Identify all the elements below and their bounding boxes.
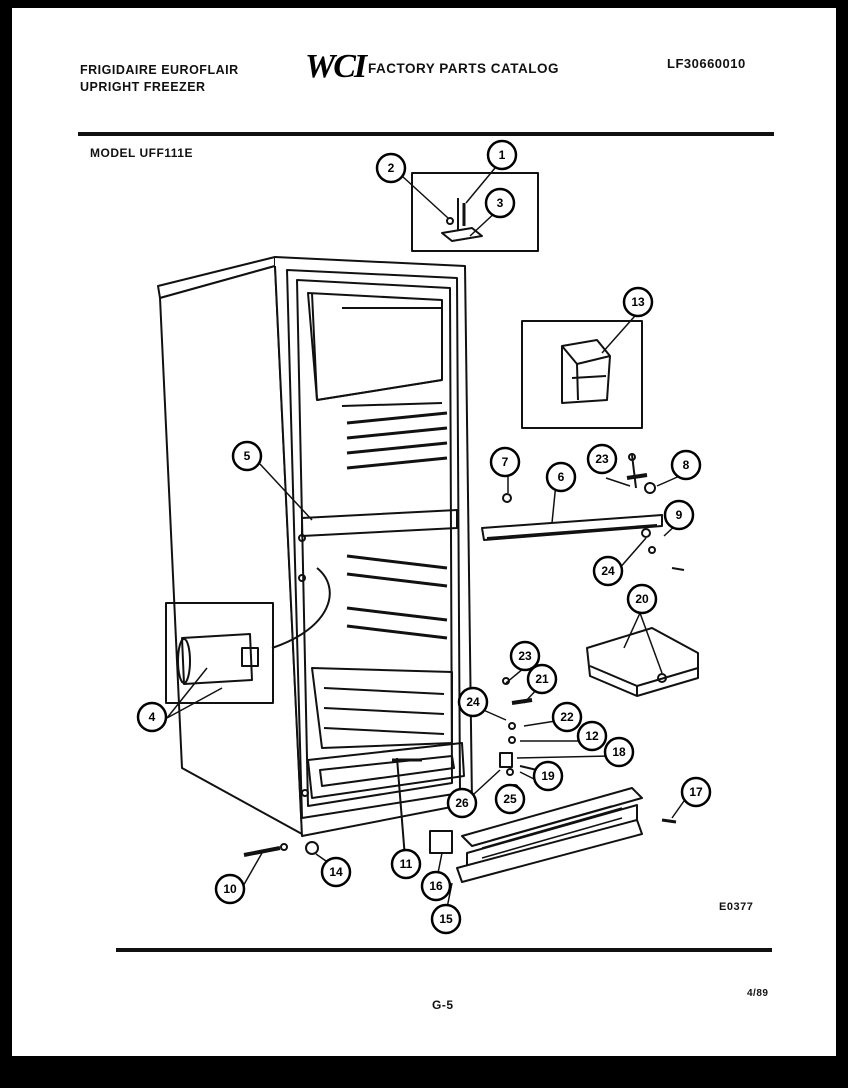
callout-18: 18 <box>612 745 626 759</box>
catalog-page: FRIGIDAIRE EUROFLAIR UPRIGHT FREEZER WCI… <box>12 8 836 1056</box>
callout-5: 5 <box>244 449 251 463</box>
callout-7: 7 <box>502 455 509 469</box>
catalog-title: FACTORY PARTS CATALOG <box>368 61 560 76</box>
header-rule <box>78 132 774 136</box>
callout-23-lower: 23 <box>518 649 532 663</box>
callout-24-upper: 24 <box>601 564 615 578</box>
drawing-code: E0377 <box>719 901 754 913</box>
callout-24-lower: 24 <box>466 695 480 709</box>
product-type: UPRIGHT FREEZER <box>80 80 206 94</box>
callout-25: 25 <box>503 792 517 806</box>
footer-rule <box>116 948 772 952</box>
catalog-number: LF30660010 <box>667 56 746 71</box>
callout-1: 1 <box>499 148 506 162</box>
callout-11: 11 <box>400 857 413 871</box>
callout-8: 8 <box>683 458 690 472</box>
callout-20: 20 <box>635 592 649 606</box>
callout-4: 4 <box>149 710 156 724</box>
exploded-parts-diagram: 1 2 3 4 5 6 7 8 9 10 11 12 13 14 15 16 1… <box>136 139 712 935</box>
callout-9: 9 <box>676 508 683 522</box>
callout-26: 26 <box>455 796 469 810</box>
callout-19: 19 <box>541 769 555 783</box>
brand-title: FRIGIDAIRE EUROFLAIR <box>80 63 239 77</box>
wci-logo: WCI <box>305 48 367 85</box>
callout-2: 2 <box>388 161 395 175</box>
callout-21: 21 <box>535 672 549 686</box>
page-number: G-5 <box>432 998 454 1012</box>
callout-23-upper: 23 <box>595 452 609 466</box>
callout-13: 13 <box>631 295 645 309</box>
callout-17: 17 <box>689 785 703 799</box>
callout-10: 10 <box>223 882 237 896</box>
callout-14: 14 <box>329 865 343 879</box>
callout-12: 12 <box>585 729 599 743</box>
model-number: MODEL UFF111E <box>90 146 193 160</box>
page-date: 4/89 <box>747 988 769 999</box>
callout-15: 15 <box>439 912 453 926</box>
callout-22: 22 <box>560 710 574 724</box>
callout-16: 16 <box>429 879 443 893</box>
callout-6: 6 <box>558 470 565 484</box>
callout-3: 3 <box>497 196 504 210</box>
